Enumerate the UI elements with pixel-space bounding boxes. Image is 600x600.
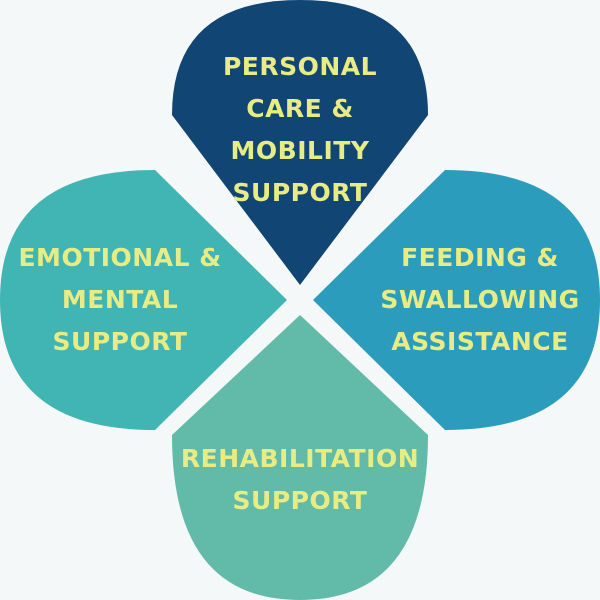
feeding-swallowing-label: FEEDING & SWALLOWING ASSISTANCE	[380, 243, 580, 356]
rehabilitation-support-label: REHABILITATION SUPPORT	[180, 444, 420, 515]
emotional-mental-support-label: EMOTIONAL & MENTAL SUPPORT	[18, 243, 222, 356]
petal-right	[313, 170, 600, 430]
personal-care-mobility-label: PERSONAL CARE & MOBILITY SUPPORT	[222, 52, 378, 207]
petal-left	[0, 170, 287, 430]
petal-bottom	[172, 315, 428, 600]
petal-top	[172, 0, 428, 285]
